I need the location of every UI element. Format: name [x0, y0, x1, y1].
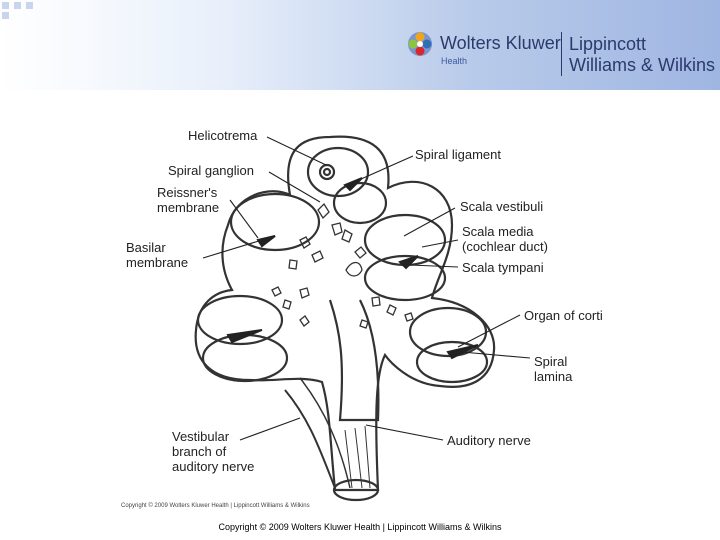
helicotrema-swirl	[318, 163, 336, 181]
label-helicotrema: Helicotrema	[188, 128, 258, 143]
upper-right-turn	[332, 181, 388, 225]
label-scala-vestibuli: Scala vestibuli	[460, 199, 544, 214]
publisher-name: Wolters Kluwer	[440, 33, 561, 53]
label-scala-tympani: Scala tympani	[462, 260, 544, 275]
helicotrema-chamber	[306, 146, 370, 198]
left-chamber-upper	[196, 294, 284, 346]
wolters-kluwer-logo-icon	[408, 32, 432, 56]
nerve-stump	[332, 478, 380, 502]
label-scala-media: Scala media (cochlear duct)	[462, 224, 548, 254]
slide-copyright: Copyright © 2009 Wolters Kluwer Health |…	[218, 522, 502, 532]
upper-left-turn	[229, 192, 321, 252]
imprint-name-line1: Lippincott	[569, 34, 647, 54]
scala-tympani-chamber	[363, 254, 447, 302]
auditory-nerve-bundle	[328, 299, 380, 422]
left-chamber-lower	[201, 333, 289, 383]
label-vestibular-branch: Vestibular branch of auditory nerve	[172, 429, 255, 474]
label-reissners-membrane: Reissner's membrane	[157, 185, 220, 215]
header-divider	[561, 32, 562, 76]
slide-header: Wolters Kluwer Health Lippincott William…	[0, 0, 720, 90]
label-spiral-ligament: Spiral ligament	[415, 147, 501, 162]
label-basilar-membrane: Basilar membrane	[126, 240, 189, 270]
label-spiral-lamina: Spiral lamina	[534, 354, 573, 384]
publisher-subtitle: Health	[441, 56, 468, 66]
leader-lines	[202, 136, 531, 441]
label-auditory-nerve: Auditory nerve	[447, 433, 531, 448]
right-chamber-upper	[408, 306, 488, 358]
scala-vestibuli-chamber	[363, 213, 447, 267]
right-chamber-lower	[415, 340, 489, 384]
cochlea-diagram	[194, 135, 531, 502]
label-organ-of-corti: Organ of corti	[524, 308, 603, 323]
figure-copyright: Copyright © 2009 Wolters Kluwer Health |…	[121, 503, 310, 509]
cochlea-outline	[194, 135, 496, 492]
imprint-name-line2: Williams & Wilkins	[569, 55, 715, 75]
modiolus-fragments	[271, 202, 414, 329]
label-spiral-ganglion: Spiral ganglion	[168, 163, 255, 178]
